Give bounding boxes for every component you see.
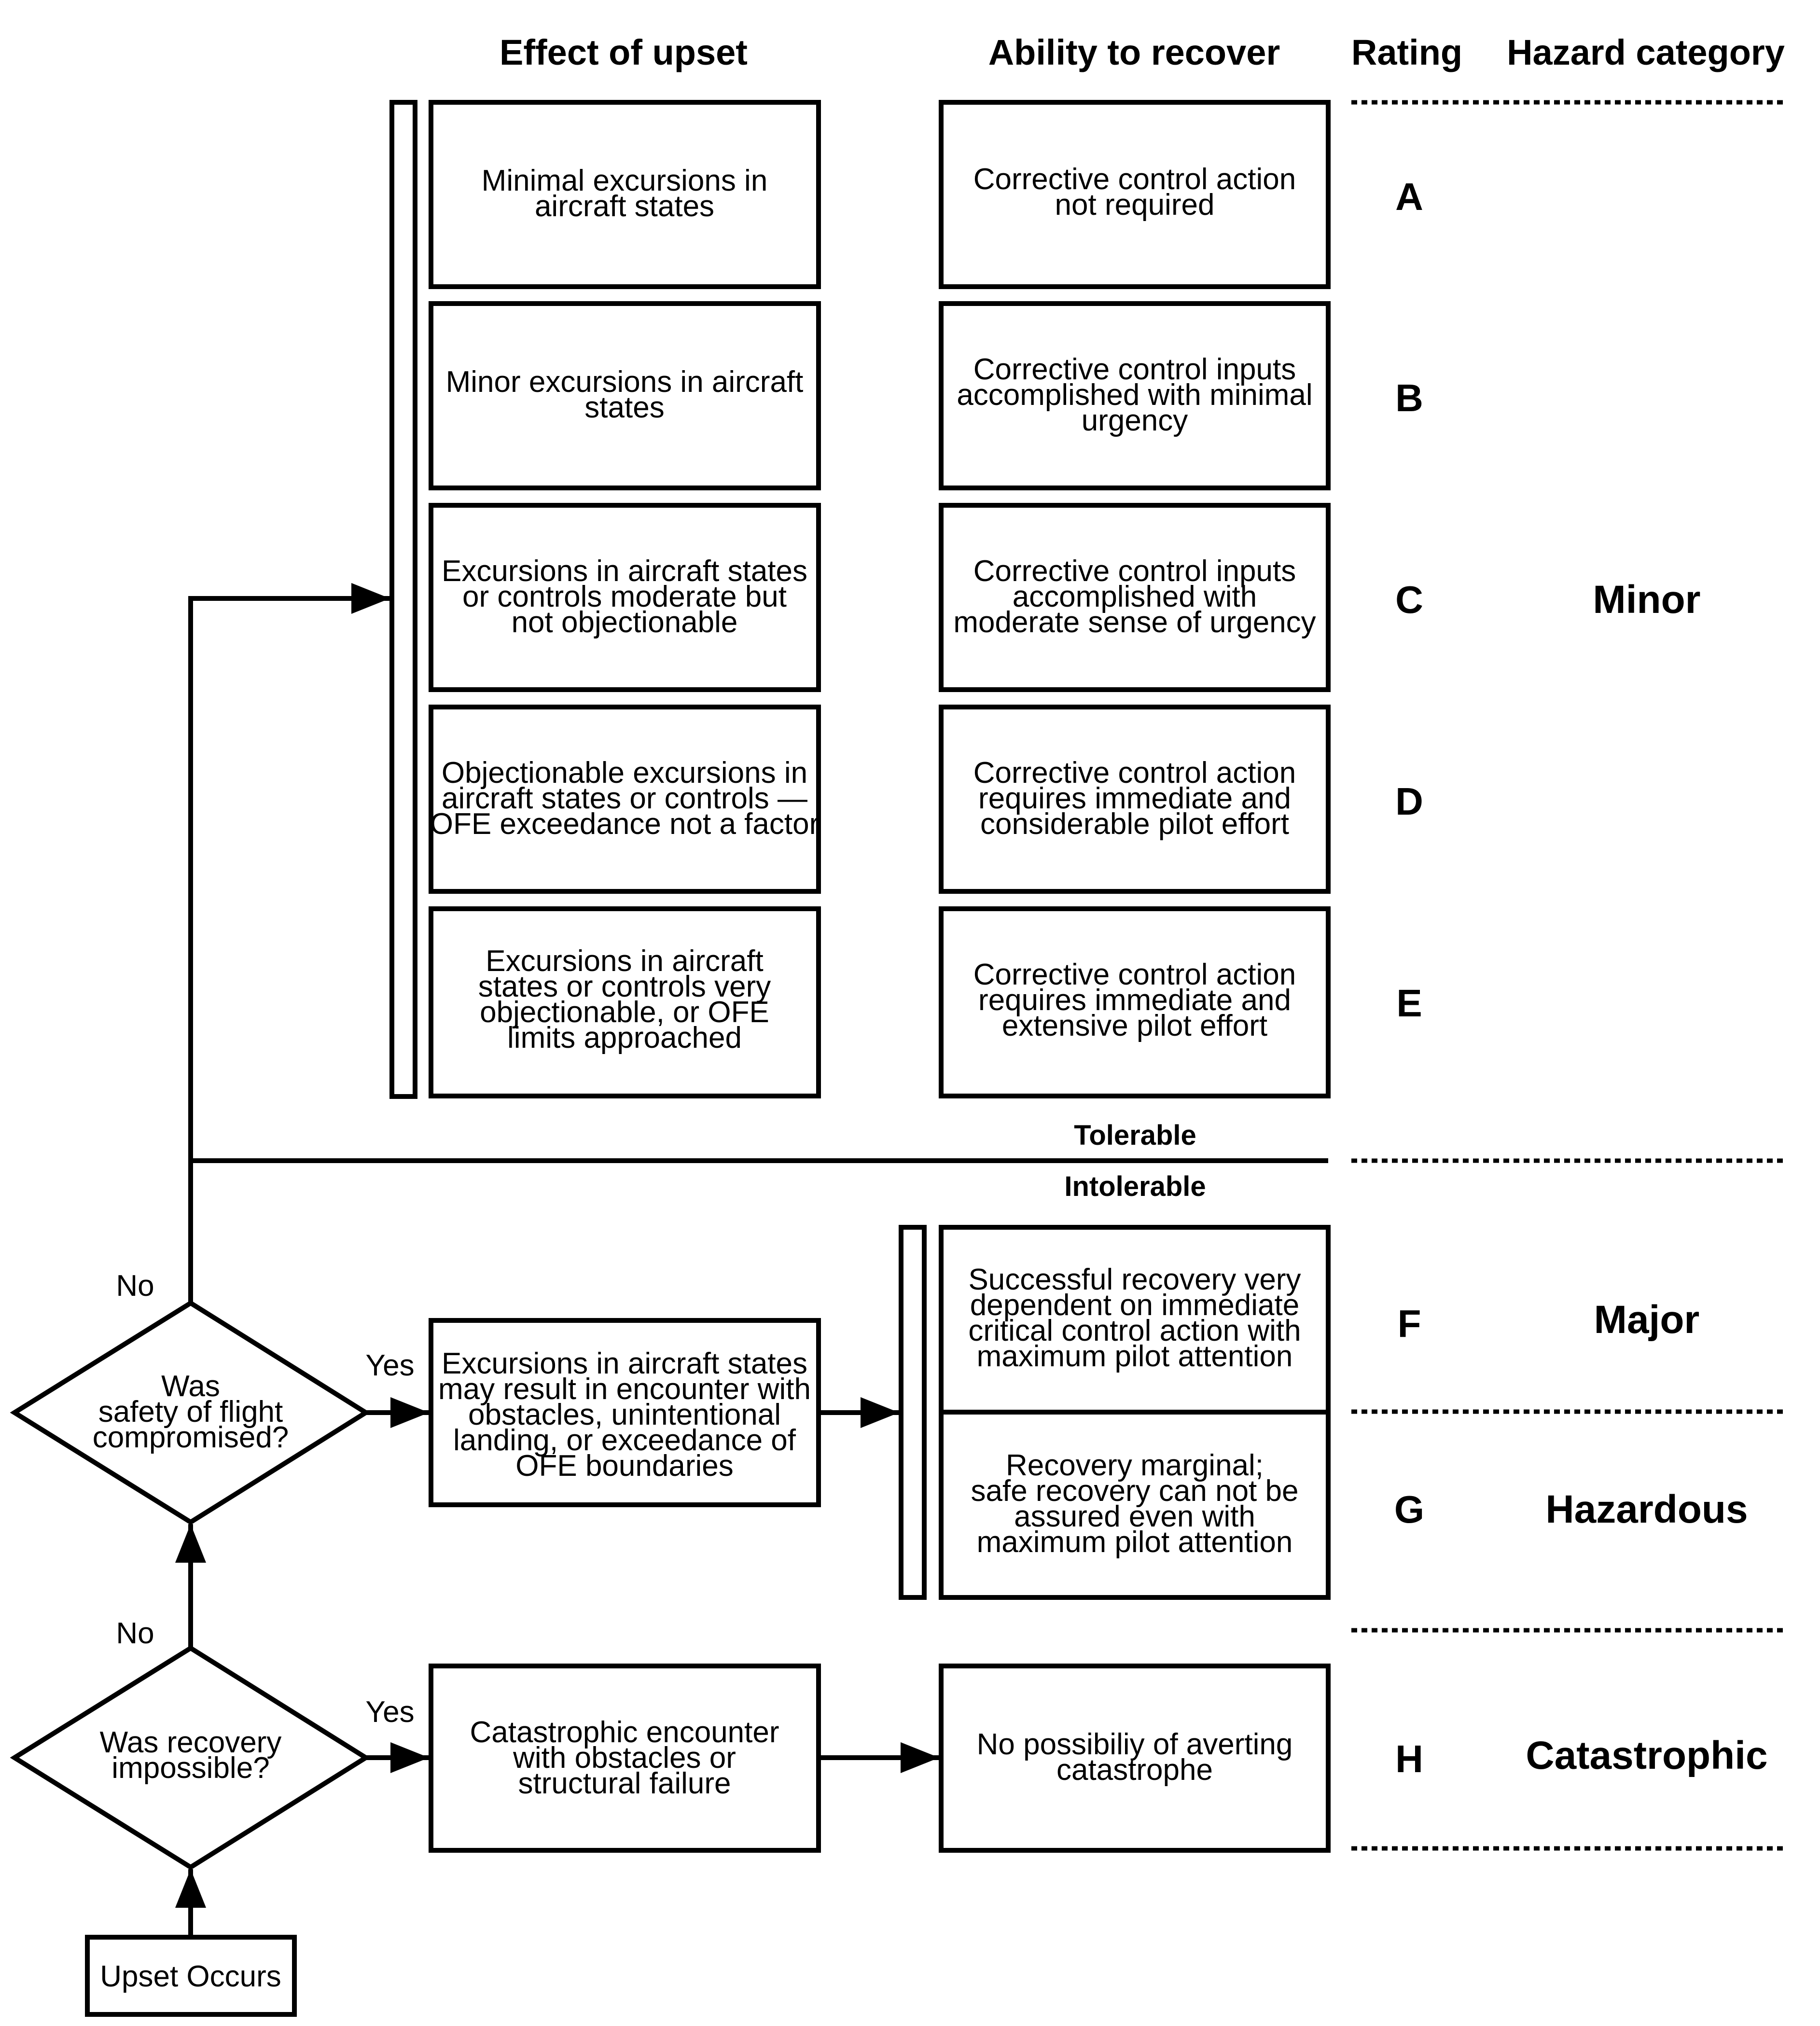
header-ability-to-recover: Ability to recover [988,32,1280,72]
recover-box-g: Recovery marginal;safe recovery can not … [939,1410,1331,1600]
label-intolerable: Intolerable [1064,1171,1206,1202]
start-upset-occurs: Upset Occurs [85,1935,297,2017]
svg-text:Recovery marginal;safe recover: Recovery marginal;safe recovery can not … [971,1449,1299,1559]
label-yes-safety: Yes [365,1349,414,1382]
label-tolerable: Tolerable [1074,1120,1196,1151]
header-hazard-category: Hazard category [1507,32,1785,72]
rating-a: A [1395,175,1423,218]
rating-d: D [1395,780,1423,823]
header-effect-of-upset: Effect of upset [500,32,748,72]
hazard-major: Major [1594,1298,1700,1342]
rating-e: E [1396,982,1422,1025]
hazard-hazardous: Hazardous [1545,1487,1748,1531]
rating-c: C [1395,578,1423,621]
header-rating: Rating [1351,32,1462,72]
label-yes-recovery: Yes [365,1695,414,1729]
hazard-minor: Minor [1593,578,1700,622]
rating-h: H [1395,1737,1423,1780]
major-hazardous-group-bar [899,1225,927,1600]
label-no-recovery: No [116,1617,154,1650]
rating-b: B [1395,376,1423,419]
hazard-catastrophic: Catastrophic [1526,1734,1767,1777]
rating-g: G [1394,1488,1424,1531]
minor-group-bar [389,100,417,1099]
arrow-safety-no [188,583,390,1303]
label-no-safety: No [116,1269,154,1303]
rating-f: F [1398,1302,1421,1345]
svg-text:Upset Occurs: Upset Occurs [100,1960,281,1993]
